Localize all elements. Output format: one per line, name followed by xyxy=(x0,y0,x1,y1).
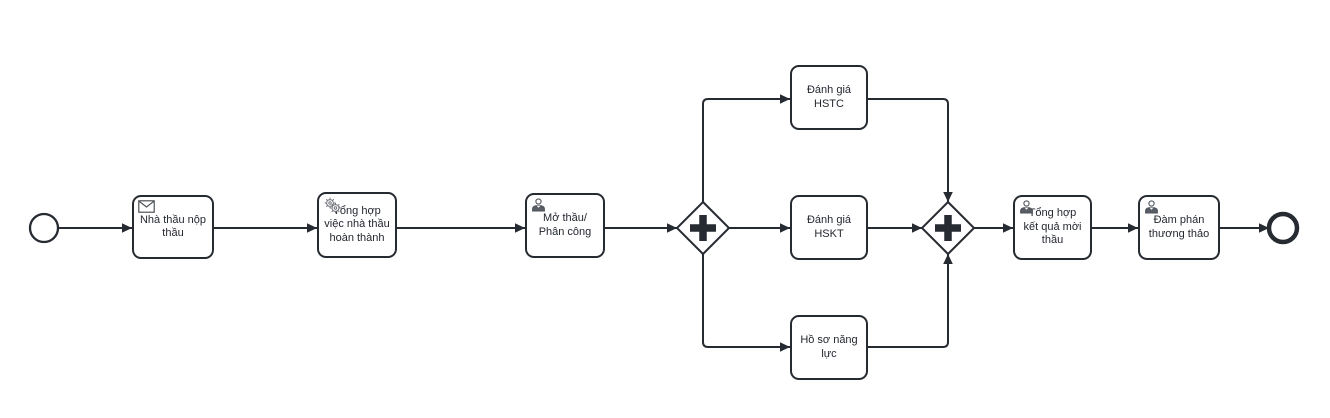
flow-ho-so-to-join xyxy=(868,254,953,348)
task-nha-thau-nop-thau[interactable]: Nhà thầu nộp thầu xyxy=(132,195,214,259)
end-event[interactable] xyxy=(1266,211,1300,245)
plus-icon xyxy=(690,215,716,241)
gear-2 xyxy=(330,202,341,214)
user-icon xyxy=(1144,200,1159,218)
plus-icon xyxy=(935,215,961,241)
task-danh-gia-hskt[interactable]: Đánh giá HSKT xyxy=(790,195,868,260)
flow-split-to-hstc xyxy=(702,94,790,202)
task-ho-so-nang-luc[interactable]: Hồ sơ năng lực xyxy=(790,315,868,380)
task-label: Hồ sơ năng lực xyxy=(800,334,858,360)
task-label: Đánh giá HSTC xyxy=(806,84,852,110)
task-label: Tổng hợp việc nhà thầu hoàn thành xyxy=(324,204,390,244)
task-dam-phan-thuong-thao[interactable]: Đàm phán thương thảo xyxy=(1138,195,1220,260)
task-mo-thau-phan-cong[interactable]: Mở thầu/ Phân công xyxy=(525,193,605,258)
task-tong-hop-ket-qua-moi-thau[interactable]: Tổng hợp kết quả mời thầu xyxy=(1013,195,1092,260)
message-envelope-icon xyxy=(138,200,155,217)
start-event[interactable] xyxy=(28,212,60,244)
task-tong-hop-viec-nha-thau-hoan-thanh[interactable]: Tổng hợp việc nhà thầu hoàn thành xyxy=(317,192,397,258)
parallel-gateway-split[interactable] xyxy=(675,200,731,256)
task-label: Đàm phán thương thảo xyxy=(1148,214,1210,240)
user-icon xyxy=(1019,200,1034,218)
task-label: Mở thầu/ Phân công xyxy=(538,212,592,238)
flow-hstc-to-join xyxy=(868,98,953,202)
service-gears-icon xyxy=(323,197,342,218)
task-label: Đánh giá HSKT xyxy=(806,214,852,240)
parallel-gateway-join[interactable] xyxy=(920,200,976,256)
task-label: Tổng hợp kết quả mời thầu xyxy=(1023,207,1082,247)
user-icon xyxy=(531,198,546,216)
flow-split-to-ho-so xyxy=(702,254,790,352)
task-danh-gia-hstc[interactable]: Đánh giá HSTC xyxy=(790,65,868,130)
task-label: Nhà thầu nộp thầu xyxy=(139,213,207,239)
